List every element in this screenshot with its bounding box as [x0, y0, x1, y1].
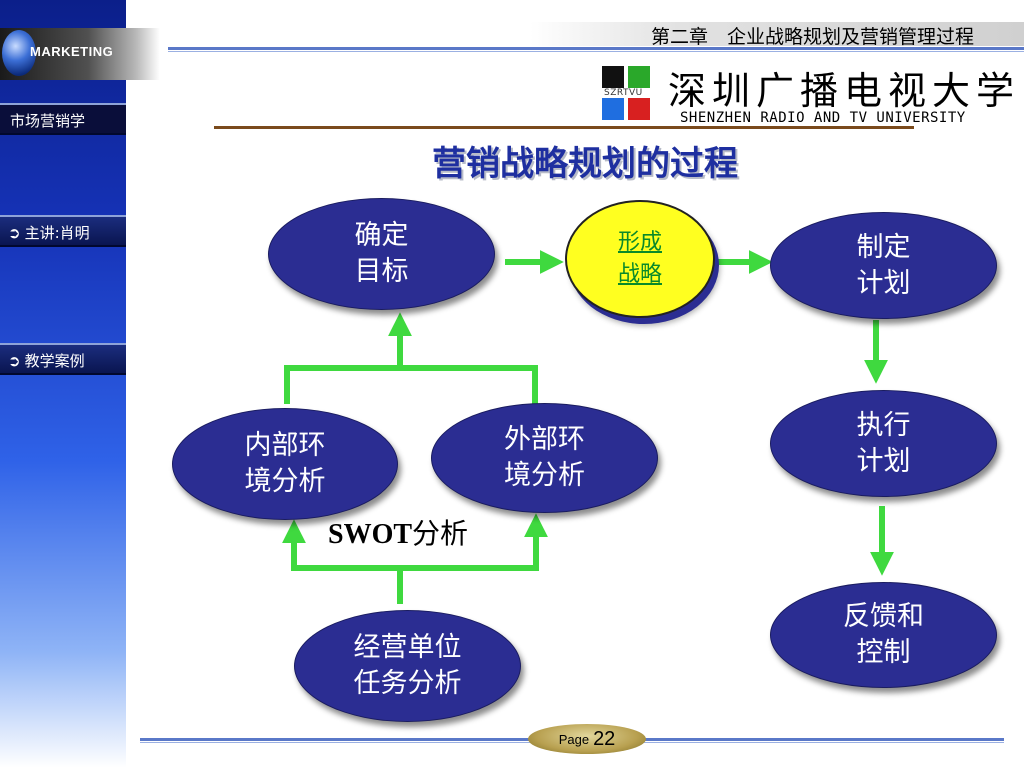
- globe-icon: [2, 30, 36, 76]
- node-mission-analysis: 经营单位 任务分析: [294, 610, 521, 722]
- sidebar-button-label: 市场营销学: [10, 112, 86, 130]
- title-rule: [214, 126, 914, 129]
- sidebar-button-cases[interactable]: ➲教学案例: [0, 343, 126, 375]
- arrow-right-icon: ➲: [8, 352, 21, 370]
- connector-analysis-bracket: [284, 365, 538, 404]
- logo-abbrev: SZRTVU: [604, 88, 643, 98]
- logo-square-black: [602, 66, 624, 88]
- header-divider: [168, 47, 1024, 50]
- node-label: 形成 战略: [617, 230, 662, 287]
- node-label: 确定 目标: [354, 220, 409, 287]
- node-feedback-control: 反馈和 控制: [770, 582, 997, 688]
- node-label: 制定 计划: [856, 231, 911, 299]
- node-label: 内部环 境分析: [244, 430, 326, 497]
- node-label: 执行 计划: [856, 409, 911, 477]
- node-determine-goal: 确定 目标: [268, 198, 495, 310]
- swot-label: SWOT分析: [328, 512, 468, 552]
- sidebar-button-label: 主讲:肖明: [24, 224, 90, 242]
- node-form-strategy-link[interactable]: 形成 战略: [565, 200, 715, 318]
- page-word: Page: [558, 731, 590, 747]
- page-number: 22: [593, 727, 616, 750]
- node-label: 反馈和 控制: [843, 601, 924, 668]
- chapter-title: 第二章 企业战略规划及营销管理过程: [650, 26, 974, 48]
- node-execute-plan: 执行 计划: [770, 390, 997, 497]
- sidebar-button-lecturer[interactable]: ➲主讲:肖明: [0, 215, 126, 247]
- university-name-cn: 深圳广播电视大学: [668, 69, 1021, 113]
- page-badge: Page 22: [528, 724, 646, 754]
- university-logo: SZRTVU: [596, 64, 658, 124]
- node-external-analysis: 外部环 境分析: [431, 403, 658, 513]
- header-bar: [530, 22, 1024, 46]
- swot-label-bold: SWOT: [328, 519, 413, 550]
- university-name-en: SHENZHEN RADIO AND TV UNIVERSITY: [680, 110, 966, 126]
- header-divider-thin: [168, 51, 1024, 52]
- node-make-plan: 制定 计划: [770, 212, 997, 319]
- logo-square-blue: [602, 98, 624, 120]
- node-label: 外部环 境分析: [504, 424, 585, 491]
- arrow-right-icon: ➲: [8, 224, 21, 242]
- node-internal-analysis: 内部环 境分析: [172, 408, 398, 520]
- logo-square-red: [628, 98, 650, 120]
- marketing-logo-text: MARKETING: [30, 44, 114, 59]
- sidebar-button-label: 教学案例: [24, 352, 85, 370]
- slide-title: 营销战略规划的过程: [432, 144, 738, 184]
- swot-label-rest: 分析: [412, 519, 469, 550]
- node-label: 经营单位 任务分析: [353, 632, 462, 699]
- sidebar-button-course[interactable]: 市场营销学: [0, 103, 126, 135]
- logo-square-green: [628, 66, 650, 88]
